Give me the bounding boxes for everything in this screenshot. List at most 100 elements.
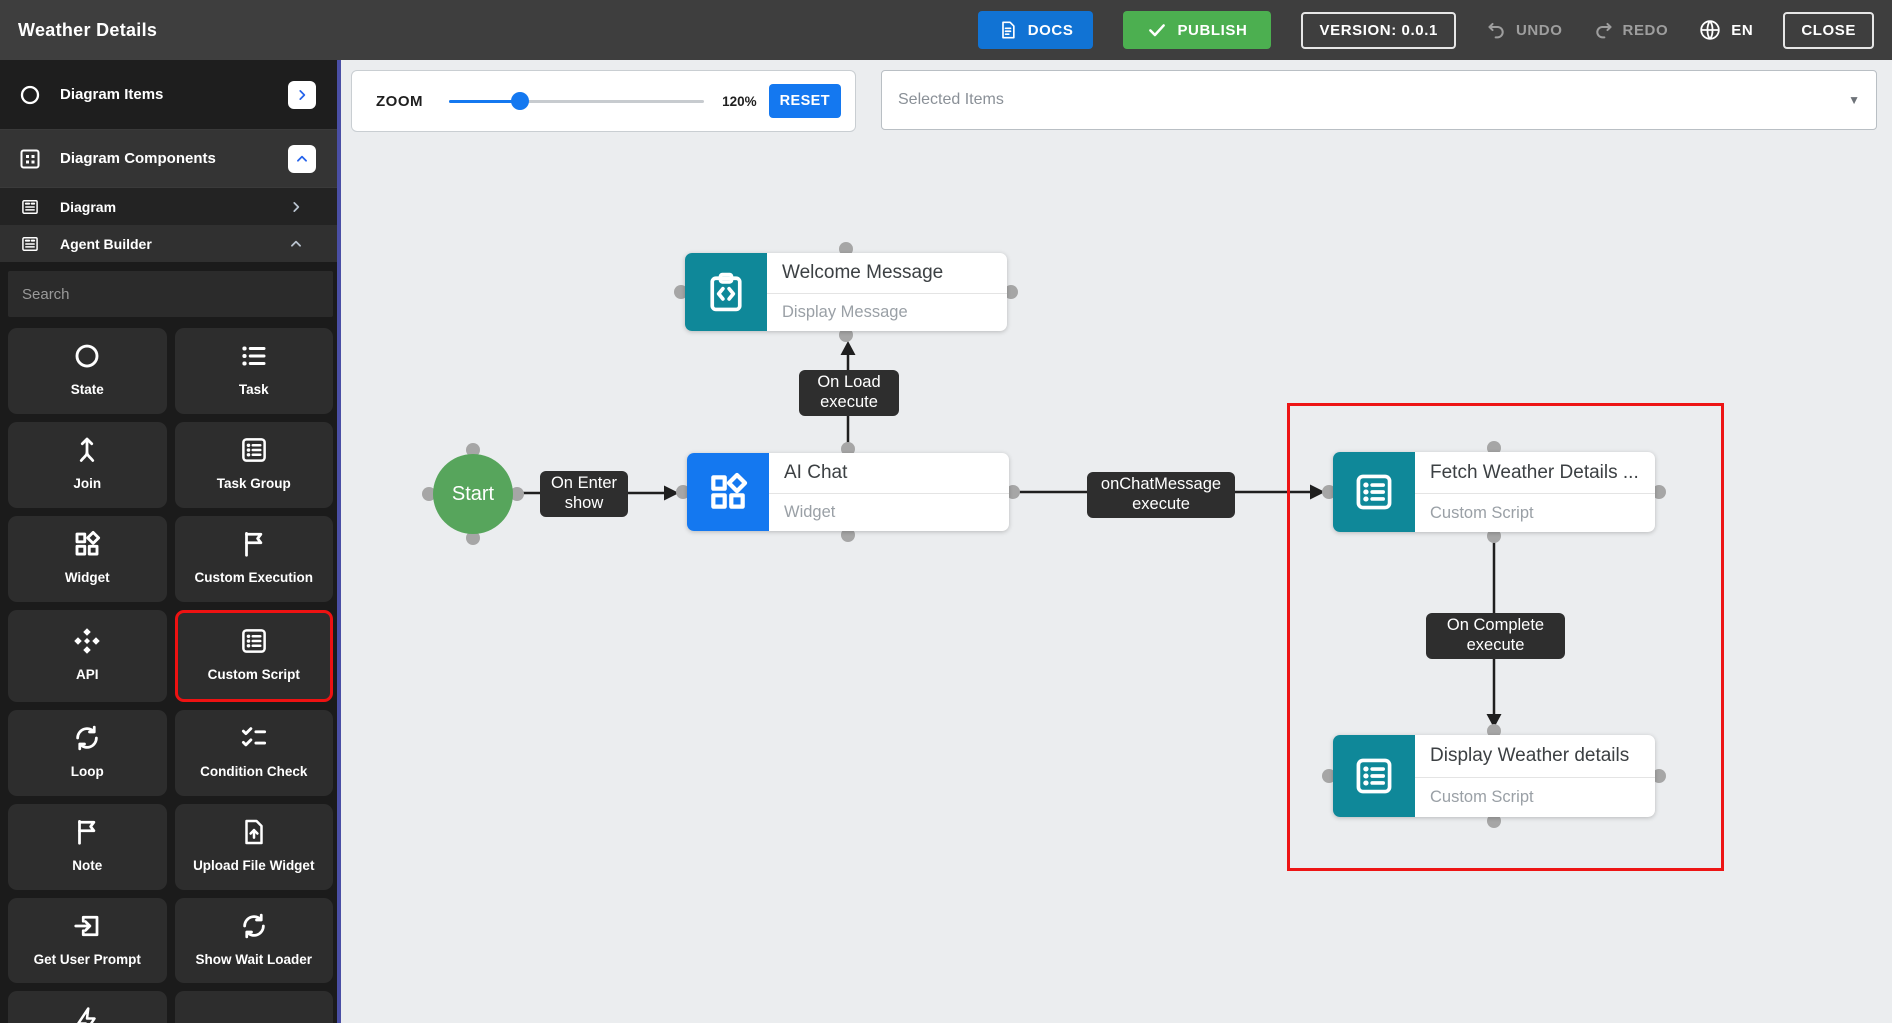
connector-dot[interactable] <box>1652 769 1666 783</box>
sidebar: Diagram Items Diagram Components Diagram… <box>0 60 341 1023</box>
connector-dot[interactable] <box>674 285 688 299</box>
connector-dot[interactable] <box>841 442 855 456</box>
version-button[interactable]: VERSION: 0.0.1 <box>1301 11 1456 49</box>
zoom-reset-button[interactable]: RESET <box>768 84 841 118</box>
zoom-slider[interactable] <box>449 92 705 110</box>
component-tile-widget[interactable]: Widget <box>8 515 167 602</box>
node-subtitle: Custom Script <box>1430 788 1534 807</box>
redo-button[interactable]: REDO <box>1593 20 1669 41</box>
undo-icon <box>1486 20 1507 41</box>
component-tile-custom-execution[interactable]: Custom Execution <box>174 515 333 602</box>
document-icon <box>998 20 1018 40</box>
component-tile-partial[interactable] <box>8 991 167 1023</box>
connector-dot[interactable] <box>1006 485 1020 499</box>
zoom-panel: ZOOM 120% RESET <box>351 70 856 132</box>
node-ai-chat[interactable]: AI Chat Widget <box>687 453 1009 531</box>
node-subtitle: Widget <box>784 502 836 521</box>
connector-dot[interactable] <box>1322 769 1336 783</box>
connector-dot[interactable] <box>1487 724 1501 738</box>
node-title: Display Weather details <box>1415 735 1655 779</box>
language-selector[interactable]: EN <box>1698 18 1753 42</box>
caret-down-icon: ▼ <box>1848 93 1860 107</box>
diagram-components-collapse-button[interactable] <box>288 144 316 173</box>
publish-button[interactable]: PUBLISH <box>1123 11 1272 49</box>
window-list-icon <box>20 197 40 217</box>
component-tile-task[interactable]: Task <box>174 328 333 414</box>
topbar-actions: DOCS PUBLISH VERSION: 0.0.1 UNDO REDO EN… <box>977 11 1892 49</box>
selected-items-dropdown[interactable]: Selected Items ▼ <box>881 70 1877 130</box>
condition-check-icon <box>239 723 269 753</box>
connector-dot[interactable] <box>839 242 853 256</box>
widget-icon <box>687 453 769 531</box>
connector-dot[interactable] <box>1487 529 1501 543</box>
flag-icon <box>239 529 269 559</box>
component-tile-task-group[interactable]: Task Group <box>174 421 333 508</box>
component-tile-get-user-prompt[interactable]: Get User Prompt <box>8 897 167 984</box>
sidebar-section-diagram-items[interactable]: Diagram Items <box>0 60 341 130</box>
connector-dot[interactable] <box>1487 814 1501 828</box>
connector-dot[interactable] <box>510 487 524 501</box>
selected-items-placeholder: Selected Items <box>898 91 1004 108</box>
close-button[interactable]: CLOSE <box>1783 11 1874 49</box>
node-display-weather-details[interactable]: Display Weather details Custom Script <box>1333 735 1655 817</box>
component-palette: State Task Join Task Group Widget Custom… <box>0 326 341 1023</box>
docs-button[interactable]: DOCS <box>977 11 1094 49</box>
task-list-icon <box>239 341 269 371</box>
connector-dot[interactable] <box>1004 285 1018 299</box>
node-title: Welcome Message <box>767 253 1007 294</box>
connector-dot[interactable] <box>466 531 480 545</box>
chevron-right-icon <box>289 200 303 214</box>
node-title: AI Chat <box>769 453 1009 494</box>
component-tile-condition-check[interactable]: Condition Check <box>174 709 333 796</box>
prompt-icon <box>72 911 102 941</box>
component-tile-partial[interactable] <box>174 991 333 1023</box>
arrowhead-icon <box>1486 714 1502 728</box>
sidebar-item-diagram[interactable]: Diagram <box>0 188 341 225</box>
slider-track <box>449 100 705 103</box>
component-tile-loop[interactable]: Loop <box>8 709 167 796</box>
connector-dot[interactable] <box>676 485 690 499</box>
connector-dot[interactable] <box>1322 485 1336 499</box>
component-tile-upload-file-widget[interactable]: Upload File Widget <box>174 803 333 890</box>
component-tile-api[interactable]: API <box>8 609 167 702</box>
node-start[interactable]: Start <box>433 454 513 534</box>
edge-label-on-complete-execute[interactable]: On Complete execute <box>1426 613 1565 659</box>
window-list-icon <box>20 234 40 254</box>
diagram-canvas[interactable]: Start Welcome Message Display Message AI… <box>341 60 1892 1023</box>
top-bar: Weather Details DOCS PUBLISH VERSION: 0.… <box>0 0 1892 60</box>
edge-label-on-load-execute[interactable]: On Load execute <box>799 370 899 416</box>
component-tile-note[interactable]: Note <box>8 803 167 890</box>
edge-label-onchatmessage-execute[interactable]: onChatMessage execute <box>1087 472 1235 518</box>
component-tile-join[interactable]: Join <box>8 421 167 508</box>
connector-dot[interactable] <box>466 443 480 457</box>
connector-dot[interactable] <box>1487 441 1501 455</box>
selection-highlight-box <box>1287 403 1724 871</box>
slider-thumb[interactable] <box>511 92 530 110</box>
component-tile-custom-script[interactable]: Custom Script <box>174 609 333 702</box>
node-welcome-message[interactable]: Welcome Message Display Message <box>685 253 1007 331</box>
search-input[interactable] <box>8 271 333 317</box>
zoom-value: 120% <box>722 93 757 109</box>
circle-icon <box>18 83 42 107</box>
page-title: Weather Details <box>18 19 158 40</box>
diagram-edges <box>422 242 1666 828</box>
component-tile-state[interactable]: State <box>8 328 167 414</box>
component-tile-show-wait-loader[interactable]: Show Wait Loader <box>174 897 333 984</box>
node-subtitle: Display Message <box>782 302 908 321</box>
zoom-label: ZOOM <box>376 92 423 110</box>
node-subtitle: Custom Script <box>1430 503 1534 522</box>
sidebar-item-agent-builder[interactable]: Agent Builder <box>0 225 341 262</box>
sidebar-section-diagram-components[interactable]: Diagram Components <box>0 130 341 188</box>
connector-dot[interactable] <box>841 528 855 542</box>
diagram-board: Start Welcome Message Display Message AI… <box>341 60 1892 1023</box>
connector-dot[interactable] <box>422 487 436 501</box>
node-fetch-weather-details[interactable]: Fetch Weather Details ... Custom Script <box>1333 452 1655 532</box>
edge-label-on-enter-show[interactable]: On Enter show <box>540 471 628 517</box>
redo-icon <box>1593 20 1614 41</box>
connector-dot[interactable] <box>839 328 853 342</box>
diagram-items-expand-button[interactable] <box>288 80 316 109</box>
connector-dot[interactable] <box>1652 485 1666 499</box>
sidebar-scrollbar[interactable] <box>337 60 341 1023</box>
undo-button[interactable]: UNDO <box>1486 20 1563 41</box>
grid-icon <box>18 147 42 171</box>
